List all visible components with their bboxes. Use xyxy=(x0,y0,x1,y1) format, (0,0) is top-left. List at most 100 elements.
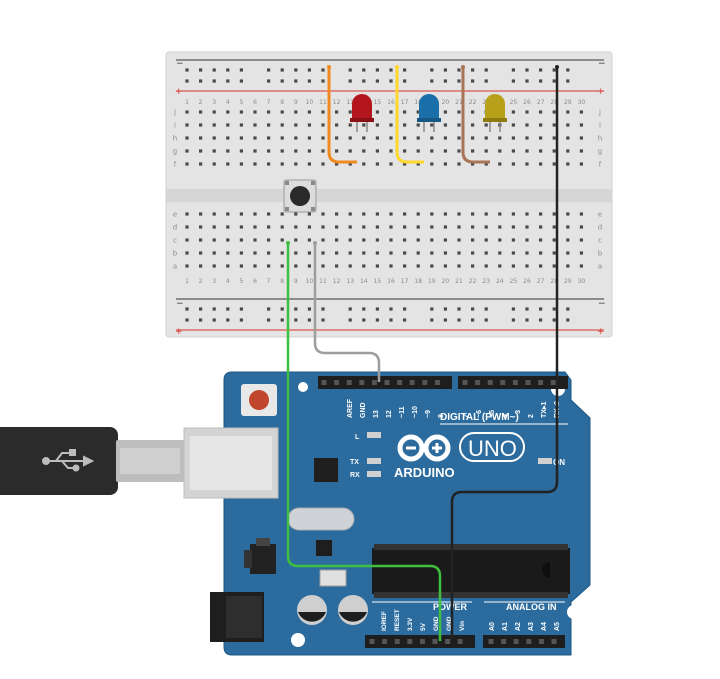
breadboard-hole[interactable] xyxy=(552,68,556,72)
breadboard-hole[interactable] xyxy=(511,225,515,229)
digital-header-pin[interactable] xyxy=(462,380,468,385)
breadboard-hole[interactable] xyxy=(511,123,515,127)
breadboard-hole[interactable] xyxy=(321,212,325,216)
breadboard-hole[interactable] xyxy=(253,225,257,229)
breadboard-hole[interactable] xyxy=(199,149,203,153)
breadboard-hole[interactable] xyxy=(226,238,230,242)
breadboard-hole[interactable] xyxy=(239,79,243,83)
breadboard-hole[interactable] xyxy=(362,136,366,140)
breadboard-hole[interactable] xyxy=(389,123,393,127)
breadboard-hole[interactable] xyxy=(525,212,529,216)
breadboard-hole[interactable] xyxy=(348,68,352,72)
power-header-pin[interactable] xyxy=(394,639,400,644)
breadboard-hole[interactable] xyxy=(375,238,379,242)
breadboard-hole[interactable] xyxy=(552,318,556,322)
led-blue[interactable] xyxy=(417,94,441,132)
usb-cable[interactable] xyxy=(0,427,184,495)
breadboard-hole[interactable] xyxy=(375,212,379,216)
breadboard-hole[interactable] xyxy=(239,110,243,114)
breadboard-hole[interactable] xyxy=(185,149,189,153)
digital-header-pin[interactable] xyxy=(500,380,506,385)
breadboard-hole[interactable] xyxy=(239,123,243,127)
breadboard-hole[interactable] xyxy=(430,307,434,311)
wire-green[interactable] xyxy=(286,241,442,641)
wire-yellow[interactable] xyxy=(395,65,424,164)
breadboard-hole[interactable] xyxy=(416,225,420,229)
breadboard-hole[interactable] xyxy=(579,149,583,153)
breadboard-hole[interactable] xyxy=(348,318,352,322)
breadboard-hole[interactable] xyxy=(511,318,515,322)
breadboard-hole[interactable] xyxy=(307,307,311,311)
breadboard-hole[interactable] xyxy=(389,68,393,72)
breadboard-hole[interactable] xyxy=(185,68,189,72)
breadboard-hole[interactable] xyxy=(566,238,570,242)
digital-header-pin[interactable] xyxy=(371,380,377,385)
breadboard-hole[interactable] xyxy=(566,162,570,166)
digital-header-pin[interactable] xyxy=(334,380,340,385)
breadboard-hole[interactable] xyxy=(484,123,488,127)
breadboard-hole[interactable] xyxy=(307,136,311,140)
power-header-pin[interactable] xyxy=(382,639,388,644)
breadboard-hole[interactable] xyxy=(511,162,515,166)
breadboard-hole[interactable] xyxy=(375,123,379,127)
breadboard-hole[interactable] xyxy=(212,225,216,229)
breadboard-hole[interactable] xyxy=(212,110,216,114)
breadboard-hole[interactable] xyxy=(185,307,189,311)
breadboard-hole[interactable] xyxy=(212,136,216,140)
reset-button[interactable] xyxy=(241,384,277,416)
breadboard-hole[interactable] xyxy=(471,251,475,255)
breadboard-hole[interactable] xyxy=(226,251,230,255)
breadboard-hole[interactable] xyxy=(239,162,243,166)
power-header-pin[interactable] xyxy=(432,639,438,644)
digital-header-pin[interactable] xyxy=(346,380,352,385)
breadboard-hole[interactable] xyxy=(552,110,556,114)
digital-header-pin[interactable] xyxy=(384,380,390,385)
breadboard-hole[interactable] xyxy=(579,162,583,166)
breadboard-hole[interactable] xyxy=(484,225,488,229)
breadboard-hole[interactable] xyxy=(403,110,407,114)
breadboard-hole[interactable] xyxy=(539,264,543,268)
breadboard-hole[interactable] xyxy=(362,68,366,72)
breadboard-hole[interactable] xyxy=(430,318,434,322)
breadboard-hole[interactable] xyxy=(239,212,243,216)
breadboard-hole[interactable] xyxy=(389,110,393,114)
breadboard-hole[interactable] xyxy=(348,225,352,229)
breadboard-hole[interactable] xyxy=(212,318,216,322)
breadboard-hole[interactable] xyxy=(389,307,393,311)
breadboard-hole[interactable] xyxy=(430,162,434,166)
breadboard-hole[interactable] xyxy=(212,264,216,268)
breadboard-hole[interactable] xyxy=(457,149,461,153)
breadboard-hole[interactable] xyxy=(267,212,271,216)
breadboard-hole[interactable] xyxy=(226,123,230,127)
breadboard-hole[interactable] xyxy=(403,318,407,322)
breadboard-hole[interactable] xyxy=(335,136,339,140)
breadboard-hole[interactable] xyxy=(525,162,529,166)
digital-header-pin[interactable] xyxy=(409,380,415,385)
breadboard-hole[interactable] xyxy=(498,162,502,166)
breadboard-hole[interactable] xyxy=(226,318,230,322)
breadboard-holes[interactable] xyxy=(185,68,583,322)
breadboard-hole[interactable] xyxy=(416,123,420,127)
breadboard-hole[interactable] xyxy=(212,79,216,83)
breadboard-hole[interactable] xyxy=(335,264,339,268)
breadboard-hole[interactable] xyxy=(335,149,339,153)
digital-header-pin[interactable] xyxy=(512,380,518,385)
breadboard-hole[interactable] xyxy=(375,318,379,322)
breadboard-hole[interactable] xyxy=(375,136,379,140)
breadboard-hole[interactable] xyxy=(389,79,393,83)
breadboard-hole[interactable] xyxy=(389,162,393,166)
breadboard-hole[interactable] xyxy=(280,225,284,229)
breadboard-hole[interactable] xyxy=(403,123,407,127)
breadboard-hole[interactable] xyxy=(471,136,475,140)
breadboard-hole[interactable] xyxy=(280,162,284,166)
breadboard-hole[interactable] xyxy=(471,318,475,322)
breadboard-hole[interactable] xyxy=(226,149,230,153)
breadboard-hole[interactable] xyxy=(403,162,407,166)
breadboard-hole[interactable] xyxy=(525,225,529,229)
breadboard-hole[interactable] xyxy=(307,212,311,216)
digital-header-pin[interactable] xyxy=(422,380,428,385)
breadboard-hole[interactable] xyxy=(212,212,216,216)
breadboard-hole[interactable] xyxy=(498,251,502,255)
push-button[interactable] xyxy=(283,179,317,213)
